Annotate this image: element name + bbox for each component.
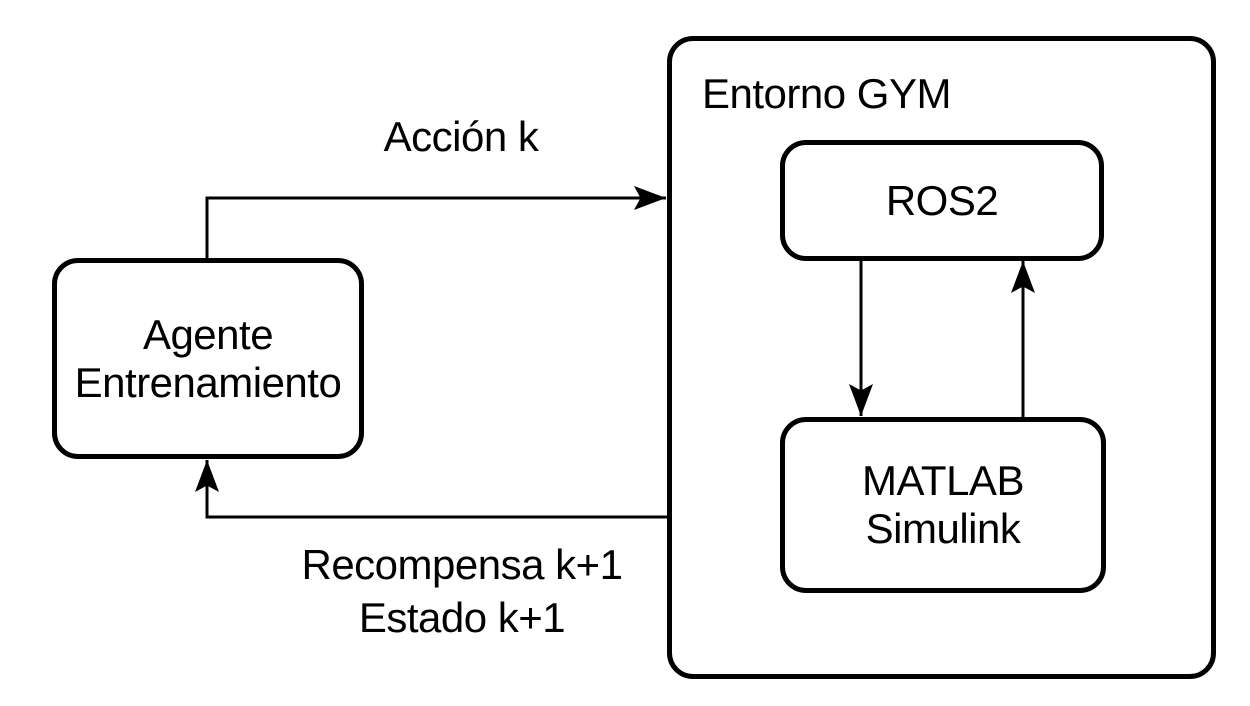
matlab-simulink-node: MATLAB Simulink (780, 417, 1106, 593)
feedback-edge-label-line-2: Estado k+1 (358, 594, 566, 641)
ros2-node: ROS2 (780, 140, 1104, 261)
gym-environment-title: Entorno GYM (702, 70, 951, 117)
agent-label-line-2: Entrenamiento (74, 358, 342, 406)
agent-label: Agente Entrenamiento (57, 263, 359, 454)
ros2-label-text: ROS2 (885, 176, 999, 224)
agent-label-line-1: Agente (142, 310, 274, 358)
matlab-simulink-label: MATLAB Simulink (785, 422, 1101, 588)
feedback-edge-label: Recompensa k+1 Estado k+1 (262, 538, 662, 644)
feedback-edge-label-line-1: Recompensa k+1 (301, 541, 623, 588)
action-edge-label: Acción k (311, 112, 611, 162)
matlab-label-line-2: Simulink (865, 505, 1021, 552)
ros2-label: ROS2 (785, 145, 1099, 256)
feedback-arrow (195, 460, 668, 519)
matlab-label-line-1: MATLAB (862, 457, 1024, 504)
action-edge-label-text: Acción k (383, 113, 539, 160)
agent-node: Agente Entrenamiento (52, 258, 364, 459)
action-arrow (205, 186, 666, 259)
